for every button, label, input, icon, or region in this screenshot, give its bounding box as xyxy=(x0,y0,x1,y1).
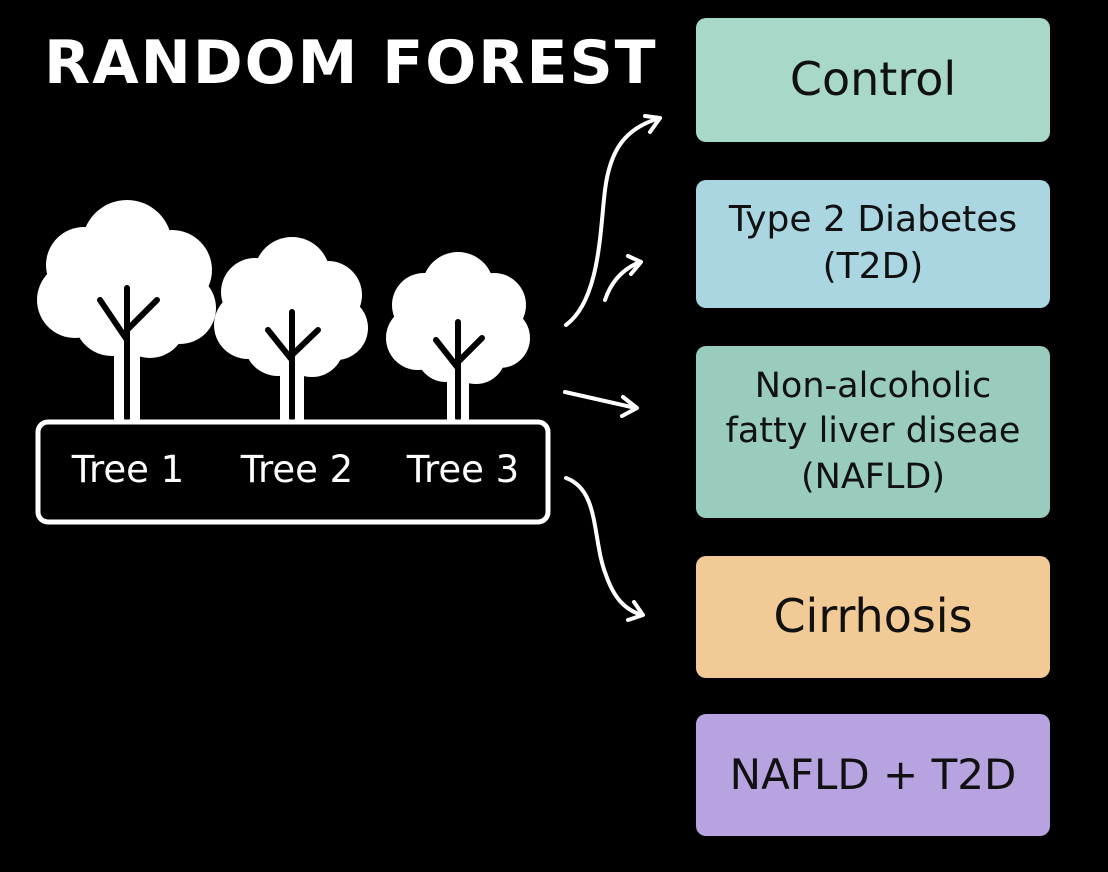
diagram-title: RANDOM FOREST xyxy=(44,28,658,98)
tree-1-icon xyxy=(37,200,216,421)
arrow-to-cirrhosis xyxy=(564,476,644,617)
arrow-to-control xyxy=(564,116,662,327)
class-label-nafld: Non-alcoholic fatty liver diseae (NAFLD) xyxy=(725,365,1021,497)
class-box-control: Control xyxy=(696,18,1050,142)
class-label-nafld-t2d: NAFLD + T2D xyxy=(729,749,1017,799)
class-box-nafld-t2d: NAFLD + T2D xyxy=(696,714,1050,836)
tree-base-box xyxy=(35,419,551,525)
class-label-control: Control xyxy=(789,52,957,107)
tree-2-icon xyxy=(214,237,368,421)
arrow-to-nafld xyxy=(563,390,638,410)
class-label-cirrhosis: Cirrhosis xyxy=(773,589,973,644)
tree-3-icon xyxy=(386,252,530,421)
arrows xyxy=(563,114,662,622)
class-label-t2d: Type 2 Diabetes (T2D) xyxy=(728,199,1018,287)
class-box-t2d: Type 2 Diabetes (T2D) xyxy=(696,180,1050,308)
class-box-nafld: Non-alcoholic fatty liver diseae (NAFLD) xyxy=(696,346,1050,518)
class-box-cirrhosis: Cirrhosis xyxy=(696,556,1050,678)
tree-3-label: Tree 3 xyxy=(406,448,520,491)
arrow-to-t2d xyxy=(603,260,642,302)
tree-1-label: Tree 1 xyxy=(71,448,185,491)
tree-2-label: Tree 2 xyxy=(240,448,354,491)
